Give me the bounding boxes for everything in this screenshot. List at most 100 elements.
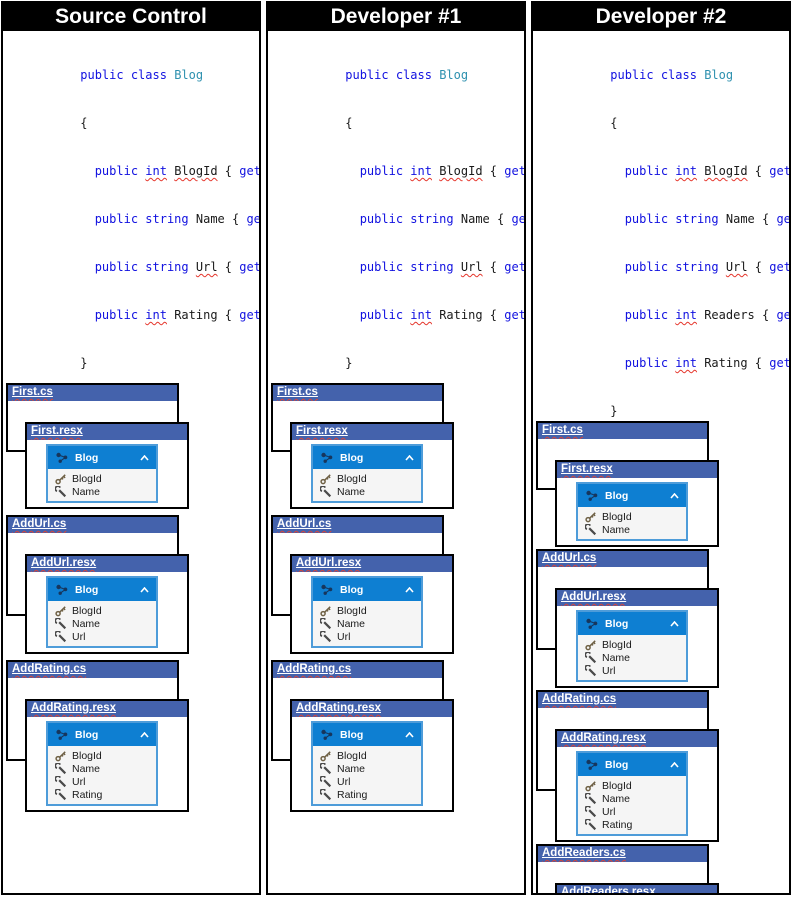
code-token: Blog — [704, 68, 734, 82]
entity-rows: BlogId — [313, 601, 421, 646]
entity-row: Name — [48, 484, 156, 498]
resx-file-card: First.resx Blog — [290, 422, 454, 509]
entity-row: BlogId — [48, 472, 156, 485]
code-token: Name { — [718, 212, 777, 226]
code-token — [345, 260, 359, 274]
code-token — [80, 308, 94, 322]
code-token: { — [610, 116, 618, 130]
code-token: get — [504, 308, 526, 322]
blog-class-code: public class Blog { public int BlogId { … — [533, 31, 789, 419]
panel: Source Control public class Blog { publi… — [1, 1, 261, 895]
code-token — [80, 164, 94, 178]
entity-icon — [585, 618, 599, 630]
code-token — [345, 212, 359, 226]
migration-group: AddUrl.cs AddColumn("dbo.Blogs" — [271, 515, 463, 654]
resx-body: Blog — [292, 572, 452, 652]
wrench-icon — [54, 761, 67, 775]
migration-group: AddReaders.cs AddColumn("dbo.Blogs" — [536, 844, 728, 893]
code-token: string — [145, 260, 189, 274]
migration-group: AddRating.cs AddColumn("dbo.Blogs" — [6, 660, 198, 812]
property-name: BlogId — [602, 638, 632, 651]
resx-file-name: AddRating.resx — [296, 702, 381, 714]
cs-file-header: AddRating.cs — [273, 662, 442, 678]
code-line: public int BlogId { get; set; } — [538, 131, 789, 179]
chevron-up-icon[interactable] — [405, 586, 414, 593]
resx-body: Blog — [27, 440, 187, 507]
chevron-up-icon[interactable] — [140, 586, 149, 593]
entity-row: Url — [48, 629, 156, 643]
chevron-up-icon[interactable] — [670, 761, 679, 768]
property-name: Name — [602, 523, 631, 536]
code-token: class — [130, 68, 175, 82]
entity-name: Blog — [605, 489, 629, 502]
code-line: public class Blog — [8, 35, 254, 83]
property-name: Url — [337, 775, 351, 788]
entity-icon — [55, 729, 69, 741]
panel: Developer #2 public class Blog { public … — [531, 1, 791, 895]
resx-file-header: AddUrl.resx — [27, 556, 187, 572]
wrench-icon — [584, 650, 597, 664]
cs-file-name: First.cs — [12, 386, 53, 398]
code-line: public string Name { get; set; } — [273, 179, 524, 227]
property-name: Name — [337, 617, 366, 630]
panel-title: Developer #1 — [268, 3, 524, 31]
wrench-icon — [584, 817, 597, 831]
code-token: string — [410, 260, 454, 274]
wrench-icon — [54, 774, 67, 788]
entity-row: BlogId — [578, 779, 686, 792]
code-token: public — [624, 260, 676, 274]
wrench-icon — [319, 774, 332, 788]
entity-icon — [55, 584, 69, 596]
code-line: public int BlogId { get; set; } — [273, 131, 524, 179]
wrench-icon — [319, 761, 332, 775]
entity-table-header: Blog — [578, 484, 686, 507]
code-token — [345, 164, 359, 178]
entity-icon — [320, 452, 334, 464]
entity-row: Rating — [48, 787, 156, 801]
entity-table: Blog — [46, 576, 158, 648]
chevron-up-icon[interactable] — [140, 731, 149, 738]
entity-row: BlogId — [313, 472, 421, 485]
code-token: get — [239, 308, 261, 322]
code-token: int — [410, 308, 432, 322]
code-token: { — [217, 164, 240, 178]
code-token: public — [80, 68, 131, 82]
code-token: public — [624, 164, 676, 178]
entity-table-header: Blog — [313, 446, 421, 469]
entity-row: BlogId — [578, 638, 686, 651]
chevron-up-icon[interactable] — [405, 731, 414, 738]
resx-file-name: First.resx — [561, 463, 613, 475]
resx-file-header: AddRating.resx — [27, 701, 187, 717]
code-line: public class Blog — [273, 35, 519, 83]
property-name: Url — [602, 664, 616, 677]
resx-body: Blog — [557, 478, 717, 545]
code-token: Name { — [188, 212, 247, 226]
code-token — [610, 308, 624, 322]
property-name: Url — [602, 805, 616, 818]
entity-rows: BlogId — [578, 635, 686, 680]
code-token: Url — [195, 260, 218, 274]
code-line: public string Name { get; set; } — [8, 179, 259, 227]
key-icon — [585, 780, 597, 792]
entity-row: Name — [578, 791, 686, 805]
entity-rows: BlogId — [578, 776, 686, 834]
chevron-up-icon[interactable] — [670, 492, 679, 499]
code-token: int — [675, 164, 697, 178]
key-icon — [320, 750, 332, 762]
code-token: public — [94, 164, 146, 178]
resx-file-card: First.resx Blog — [25, 422, 189, 509]
code-token — [189, 260, 196, 274]
entity-row: BlogId — [48, 604, 156, 617]
resx-file-header: First.resx — [292, 424, 452, 440]
cs-file-name: AddUrl.cs — [277, 518, 332, 530]
chevron-up-icon[interactable] — [670, 620, 679, 627]
entity-row: Url — [578, 663, 686, 677]
entity-icon — [320, 584, 334, 596]
cs-file-header: AddUrl.cs — [538, 551, 707, 567]
chevron-up-icon[interactable] — [405, 454, 414, 461]
entity-table: Blog — [46, 721, 158, 806]
resx-file-name: First.resx — [31, 425, 83, 437]
chevron-up-icon[interactable] — [140, 454, 149, 461]
resx-file-card: AddUrl.resx Blog — [25, 554, 189, 654]
